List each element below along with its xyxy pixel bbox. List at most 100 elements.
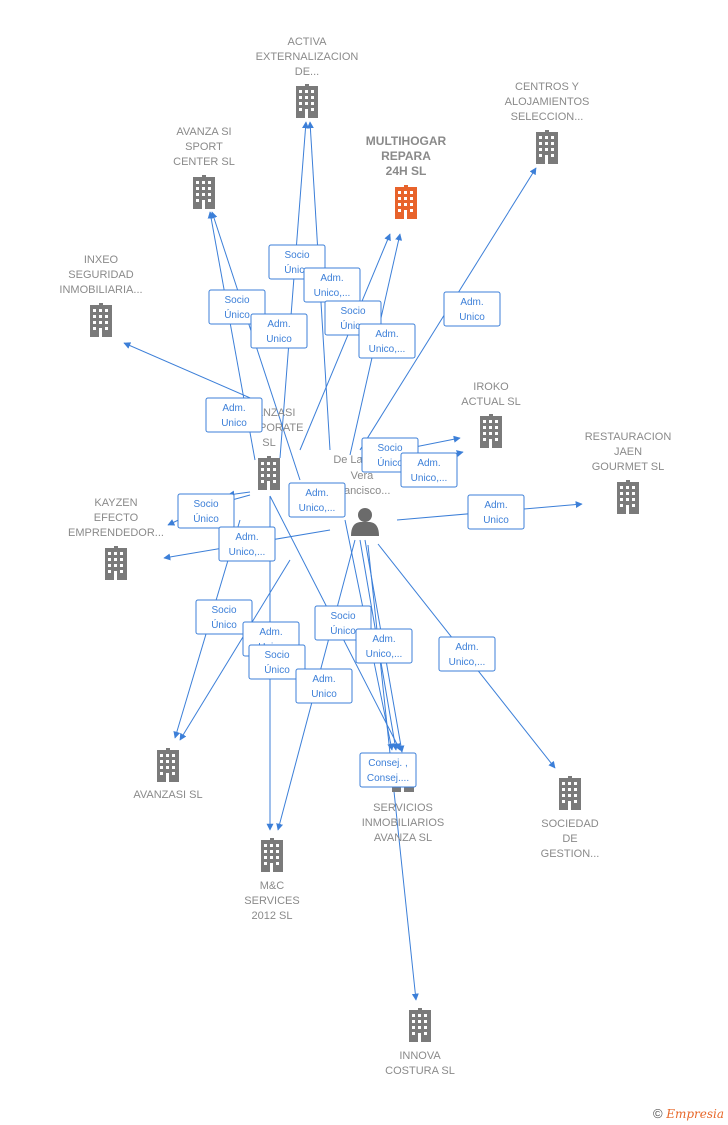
person-icon — [351, 508, 379, 536]
edge-label-box — [359, 752, 417, 788]
edge-label-text: Unico — [483, 515, 509, 526]
person-node[interactable]: De La Vera Francisco... — [333, 454, 390, 536]
edge-role-label[interactable]: Adm. Unico — [443, 291, 501, 327]
company-name-line: DE — [562, 833, 577, 845]
edge-role-label[interactable]: Adm.Unico — [205, 397, 263, 433]
edge-role-label[interactable]: Adm. Unico — [467, 494, 525, 530]
company-name-line: INMOBILIARIA... — [59, 284, 142, 296]
company-name-line: SELECCION... — [511, 111, 584, 123]
relationship-edge — [299, 233, 391, 451]
company-name-line: GESTION... — [541, 848, 600, 860]
edge-role-label[interactable]: Adm. Unico,... — [358, 323, 416, 359]
building-icon — [258, 456, 280, 490]
company-name-line: SEGURIDAD — [68, 269, 133, 281]
edge-label-text: Unico — [266, 334, 292, 345]
edge-label-text: Unico — [459, 312, 485, 323]
edge-label-box — [295, 668, 353, 704]
company-name-line: EFECTO — [94, 512, 139, 524]
company-name-line: SERVICIOS — [373, 802, 433, 814]
company-name-line: AVANZA SI — [176, 126, 231, 138]
building-icon — [536, 130, 558, 164]
company-name-line: RESTAURACION — [585, 431, 672, 443]
edge-role-label[interactable]: Adm.Unico — [250, 313, 308, 349]
edge-label-text: Unico — [221, 418, 247, 429]
edge-role-label[interactable]: Adm.Unico,... — [303, 267, 361, 303]
company-name-line: KAYZEN — [94, 497, 137, 509]
edge-label-box — [205, 397, 263, 433]
edge-role-label[interactable]: Adm. Unico,... — [288, 482, 346, 518]
edge-role-label[interactable]: Adm. Unico,... — [438, 636, 496, 672]
building-icon — [617, 480, 639, 514]
edge-label-box — [400, 452, 458, 488]
company-name-line: SERVICES — [244, 895, 299, 907]
company-node-servicios[interactable]: SERVICIOS INMOBILIARIOS AVANZA SL — [362, 758, 445, 844]
company-node-inxeo[interactable]: INXEOSEGURIDADINMOBILIARIA... — [59, 254, 143, 337]
edge-label-box — [218, 526, 276, 562]
edge-label-text: Unico,... — [369, 344, 406, 355]
edge-label-text: Unico,... — [449, 657, 486, 668]
company-name-line: ACTUAL SL — [461, 396, 521, 408]
edge-label-text: Socio — [193, 499, 218, 510]
company-name-line: INMOBILIARIOS — [362, 817, 445, 829]
building-icon — [105, 546, 127, 580]
company-name-line: COSTURA SL — [385, 1065, 455, 1077]
company-node-sociedad[interactable]: SOCIEDADDEGESTION... — [541, 776, 600, 860]
company-name-line: JAEN — [614, 446, 642, 458]
company-name-line: MULTIHOGAR — [366, 134, 447, 148]
edge-role-label[interactable]: Consej. , Consej.... — [359, 752, 417, 788]
company-name-line: SPORT — [185, 141, 223, 153]
edge-label-text: Socio — [211, 605, 236, 616]
edge-label-text: Unico,... — [366, 649, 403, 660]
edge-label-text: Adm. — [305, 488, 328, 499]
building-icon — [559, 776, 581, 810]
edge-label-text: Socio — [377, 443, 402, 454]
edge-role-label[interactable]: Adm.Unico,... — [355, 628, 413, 664]
edge-role-label[interactable]: Adm.Unico,... — [218, 526, 276, 562]
edge-label-text: Socio — [340, 306, 365, 317]
edge-label-text: Consej. , — [368, 758, 407, 769]
company-node-avanzasi[interactable]: AVANZASI SL — [133, 748, 203, 801]
person-name-line: Vera — [351, 470, 375, 482]
company-node-centros[interactable]: CENTROS YALOJAMIENTOSSELECCION... — [505, 81, 590, 164]
company-name-line: SL — [262, 437, 275, 449]
edge-label-text: Socio — [264, 650, 289, 661]
edges-layer — [123, 121, 583, 1001]
edge-label-text: Adm. — [484, 500, 507, 511]
edge-label-text: Adm. — [375, 329, 398, 340]
company-node-activa[interactable]: ACTIVAEXTERNALIZACIONDE... — [256, 36, 359, 118]
edge-label-text: Adm. — [455, 642, 478, 653]
edge-label-text: Adm. — [460, 297, 483, 308]
edge-label-text: Adm. — [312, 674, 335, 685]
company-name-line: CENTROS Y — [515, 81, 580, 93]
company-node-kayzen[interactable]: KAYZEN EFECTO EMPRENDEDOR... — [68, 497, 164, 580]
edge-label-box — [250, 313, 308, 349]
company-name-line: EMPRENDEDOR... — [68, 527, 164, 539]
edge-labels-layer: SocioÚnicoAdm.Unico,...SocioÚnicoAdm.Uni… — [177, 244, 525, 788]
company-name-line: EXTERNALIZACION — [256, 51, 359, 63]
edge-role-label[interactable]: Adm.Unico,... — [400, 452, 458, 488]
building-icon — [409, 1008, 431, 1042]
edge-label-text: Consej.... — [367, 773, 409, 784]
relationship-edge — [123, 342, 256, 401]
company-name-line: 2012 SL — [252, 910, 293, 922]
company-name-line: AVANZA SL — [374, 832, 432, 844]
company-name-line: 24H SL — [386, 164, 427, 178]
edge-label-text: Único — [224, 308, 250, 321]
edge-label-text: Adm. — [259, 627, 282, 638]
edge-label-text: Unico — [311, 689, 337, 700]
company-name-line: AVANZASI SL — [133, 789, 202, 801]
edge-label-text: Socio — [330, 611, 355, 622]
footer-brand[interactable]: © Empresia — [653, 1106, 724, 1121]
edge-role-label[interactable]: Adm. Unico — [295, 668, 353, 704]
edge-label-text: Unico,... — [299, 503, 336, 514]
